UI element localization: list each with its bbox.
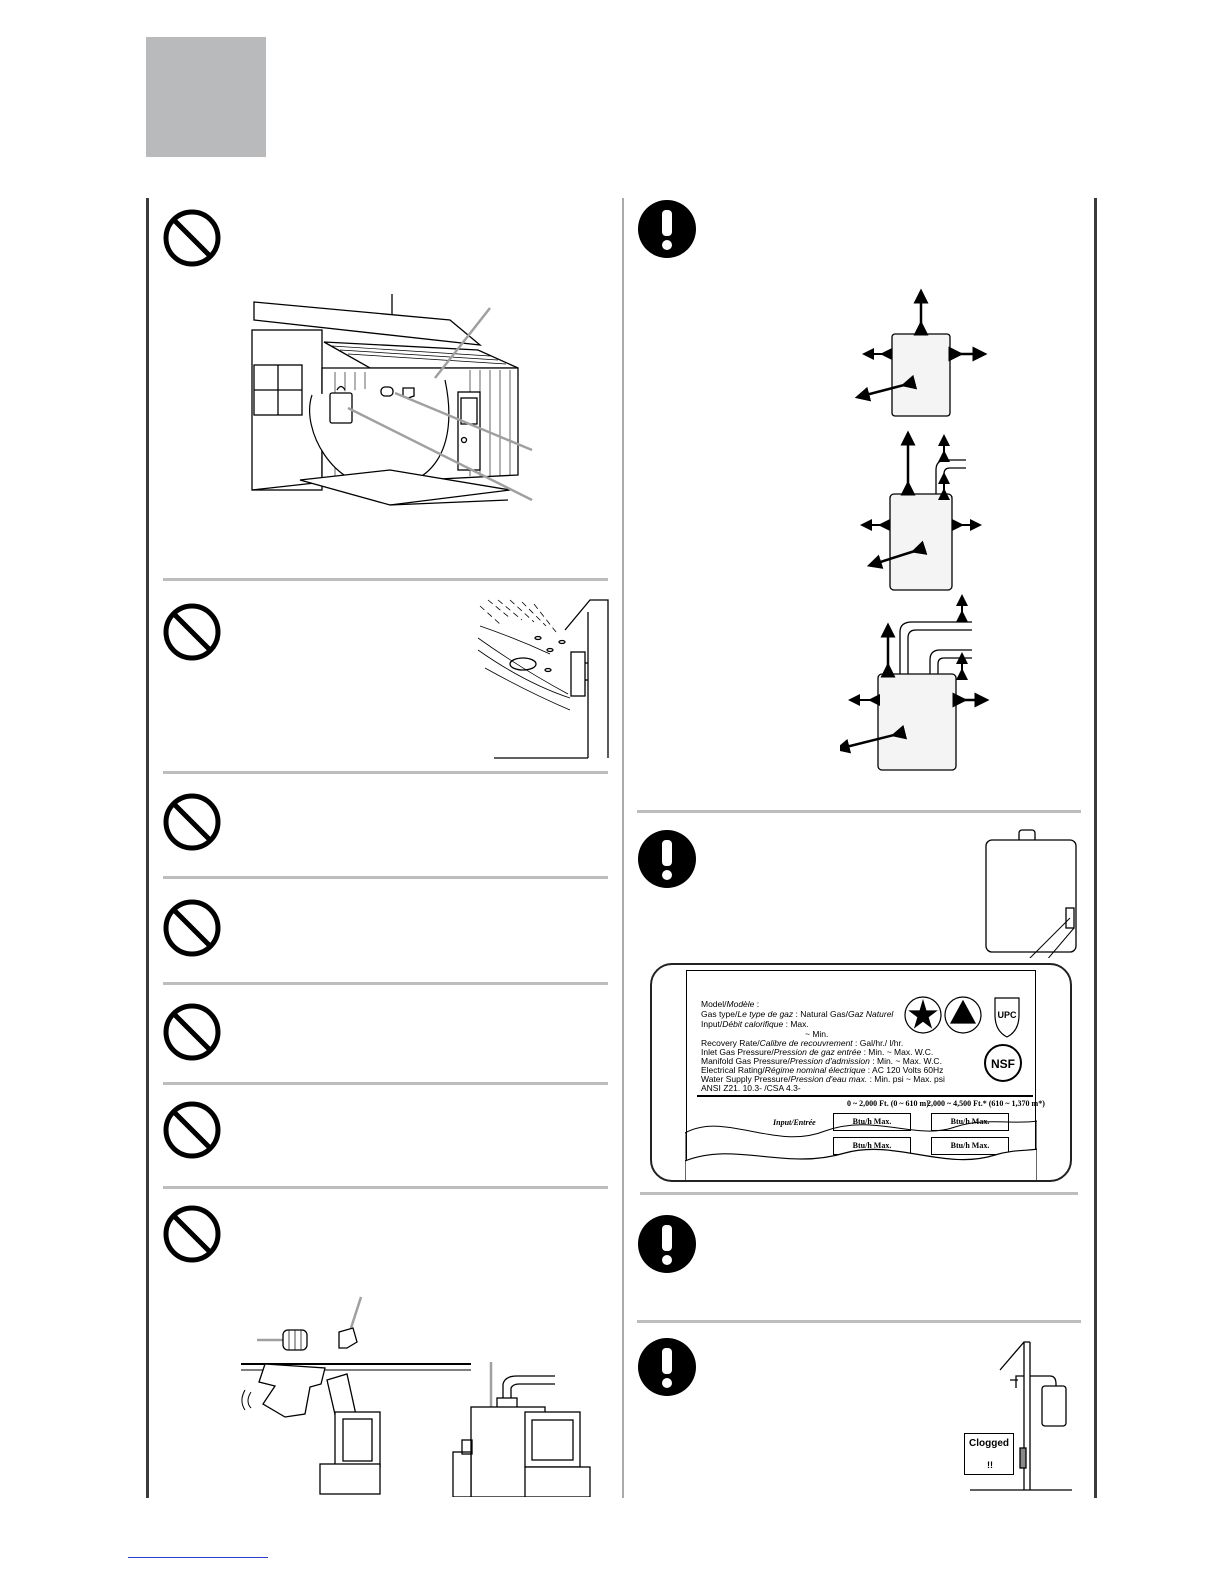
nsf-logo: NSF [984,1044,1022,1082]
prohibition-icon [163,793,221,851]
left-frame-line [146,198,149,1498]
prohibition-icon [163,1101,221,1159]
prohibition-icon [163,1205,221,1263]
rating-label-callout: Model/Modèle : Gas type/Le type de gaz :… [650,963,1072,1182]
upc-logo-text: UPC [997,1010,1017,1020]
clogged-vent-illustration [970,1341,1072,1491]
inlet-line: Inlet Gas Pressure/Pression de gaz entré… [701,1047,934,1057]
mandatory-icon [638,830,696,888]
separator [163,1082,608,1085]
separator [163,982,608,985]
prohibition-icon [163,603,221,661]
btu-max-cell: Btu/h Max. [931,1137,1009,1155]
prohibition-icon [163,209,221,267]
clearance-diagrams [840,288,990,771]
separator [637,810,1081,813]
model-line: Model/Modèle : [701,999,760,1009]
clogged-sign-title: Clogged [969,1438,1009,1449]
mandatory-icon [638,1215,696,1273]
clogged-sign: Clogged !! [964,1433,1014,1475]
prohibition-icon [163,1003,221,1061]
separator [163,578,608,581]
prohibition-icon [163,899,221,957]
altitude-high-header: 2,000 ~ 4,500 Ft.* (610 ~ 1,370 m*) [927,1099,1045,1108]
torn-edge [685,1120,1037,1180]
plate-divider [697,1095,1033,1097]
input-line: Input/Débit calorifique : Max. [701,1019,809,1029]
ansi-line: ANSI Z21. 10.3- /CSA 4.3- [701,1083,801,1093]
rating-plate: Model/Modèle : Gas type/Le type de gaz :… [685,970,1045,1180]
weather-exposure-illustration [477,599,609,759]
manifold-line: Manifold Gas Pressure/Pression d'admissi… [701,1056,942,1066]
house-installation-illustration [251,294,533,506]
section-tab [146,37,266,157]
mandatory-icon [638,1338,696,1396]
separator [163,771,608,774]
nsf-logo-text: NSF [991,1057,1015,1071]
clogged-sign-marks: !! [987,1460,993,1470]
separator [163,876,608,879]
input-entree-label: Input/Entrée [773,1118,816,1127]
right-frame-line [1094,198,1097,1498]
water-heater-unit [985,829,1077,958]
vent-obstruction-illustration [241,1296,591,1497]
separator [640,1192,1078,1195]
mandatory-icon [638,200,696,258]
center-divider [622,198,624,1498]
electrical-line: Electrical Rating/Régime nominal électri… [701,1065,944,1075]
recovery-line: Recovery Rate/Calibre de recouvrement : … [701,1038,904,1048]
certification-logos: UPC [904,996,1020,1038]
gas-type-line: Gas type/Le type de gaz : Natural Gas/Ga… [701,1009,894,1019]
water-line: Water Supply Pressure/Pression d'eau max… [701,1074,945,1084]
altitude-low-header: 0 ~ 2,000 Ft. (0 ~ 610 m) [847,1099,929,1108]
footer-link-underline[interactable] [128,1557,268,1558]
separator [163,1186,608,1189]
btu-max-cell: Btu/h Max. [833,1113,911,1131]
separator [637,1320,1081,1323]
input-min-line: ~ Min. [805,1029,829,1039]
